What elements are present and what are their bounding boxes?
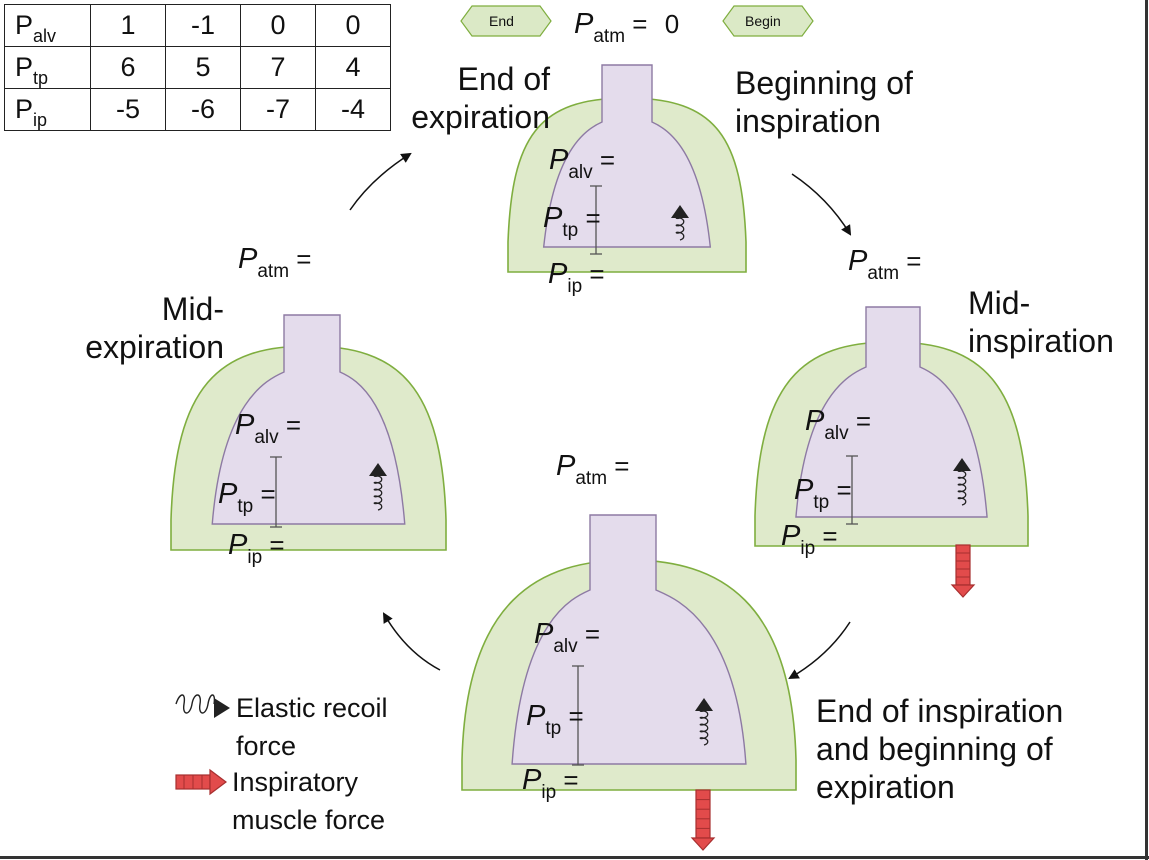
row-header-ptp: Ptp — [4, 46, 91, 89]
table-cell: -4 — [315, 88, 391, 131]
pip-label-left: Pip = — [228, 529, 285, 568]
lung-left — [170, 314, 447, 551]
row-header-pip: Pip — [4, 88, 91, 131]
cycle-arrow-top-right — [791, 173, 852, 236]
table-row-palv: Palv 1 -1 0 0 — [4, 4, 391, 47]
cycle-arrow-left-top — [349, 152, 412, 211]
palv-label-left: Palv = — [235, 409, 302, 448]
begin-button[interactable] — [722, 5, 814, 37]
end-button-label[interactable]: End — [489, 13, 514, 29]
palv-label-right: Palv = — [805, 405, 872, 444]
end-button[interactable] — [460, 5, 552, 37]
spring-icon-right — [957, 469, 967, 506]
spring-arrowhead-icon — [369, 463, 387, 476]
palv-label-bottom: Palv = — [534, 618, 601, 657]
lung-tissue-bottom — [511, 514, 747, 765]
muscle-arrow-icon-right — [955, 544, 971, 586]
patm-label-mid-inspiration: Patm = — [848, 245, 922, 284]
cycle-arrow-bottom-left — [382, 612, 441, 671]
table-cell: -6 — [165, 88, 241, 131]
legend-muscle-icon — [175, 768, 227, 796]
table-cell: -5 — [90, 88, 166, 131]
lung-bottom — [461, 514, 797, 851]
table-cell: 6 — [90, 46, 166, 89]
table-cell: 5 — [165, 46, 241, 89]
ptp-label-left: Ptp = — [218, 478, 276, 517]
top-patm-value: 0 — [664, 9, 680, 39]
ptp-label-top: Ptp = — [543, 202, 601, 241]
table-cell: -7 — [240, 88, 316, 131]
lung-right — [754, 306, 1029, 598]
table-cell: -1 — [165, 4, 241, 47]
spring-arrowhead-icon — [695, 698, 713, 711]
lung-tissue-left — [211, 314, 406, 525]
spring-arrowhead-icon — [953, 458, 971, 471]
muscle-arrow-icon-bottom — [695, 789, 711, 839]
frame-right — [1145, 0, 1148, 860]
table-cell: 7 — [240, 46, 316, 89]
pip-label-bottom: Pip = — [522, 764, 579, 803]
row-header-palv: Palv — [4, 4, 91, 47]
lung-top — [507, 64, 747, 273]
pip-label-top: Pip = — [548, 258, 605, 297]
pip-label-right: Pip = — [781, 520, 838, 559]
lung-tissue-right — [795, 306, 988, 518]
table-cell: 1 — [90, 4, 166, 47]
spring-arrowhead-icon — [671, 205, 689, 218]
begin-button-label[interactable]: Begin — [745, 13, 781, 29]
begin-button-shape — [722, 5, 814, 37]
patm-label-end-inspiration: Patm = — [556, 450, 630, 489]
palv-label-top: Palv = — [549, 144, 616, 183]
ptp-label-bottom: Ptp = — [526, 700, 584, 739]
table-row-pip: Pip -5 -6 -7 -4 — [4, 88, 391, 131]
table-cell: 4 — [315, 46, 391, 89]
top-patm-label: Patm = 0 — [574, 8, 680, 47]
pressure-table: Palv 1 -1 0 0 Ptp 6 5 7 4 Pip -5 -6 -7 -… — [4, 4, 391, 131]
ptp-label-right: Ptp = — [794, 474, 852, 513]
cycle-arrow-right-bottom — [788, 621, 851, 680]
frame-bottom — [0, 856, 1149, 859]
table-row-ptp: Ptp 6 5 7 4 — [4, 46, 391, 89]
lung-tissue-top — [542, 64, 712, 248]
table-cell: 0 — [315, 4, 391, 47]
muscle-arrowhead-icon — [690, 837, 716, 851]
patm-label-mid-expiration: Patm = — [238, 243, 312, 282]
end-button-shape — [460, 5, 552, 37]
stage-mid-expiration: Mid-expiration — [85, 291, 224, 365]
spring-icon-bottom — [699, 709, 709, 746]
table-cell: 0 — [240, 4, 316, 47]
legend-elastic-icon — [175, 694, 230, 718]
spring-icon-left — [373, 474, 383, 511]
stage-mid-inspiration: Mid-inspiration — [968, 285, 1114, 359]
muscle-arrowhead-icon — [950, 584, 976, 598]
